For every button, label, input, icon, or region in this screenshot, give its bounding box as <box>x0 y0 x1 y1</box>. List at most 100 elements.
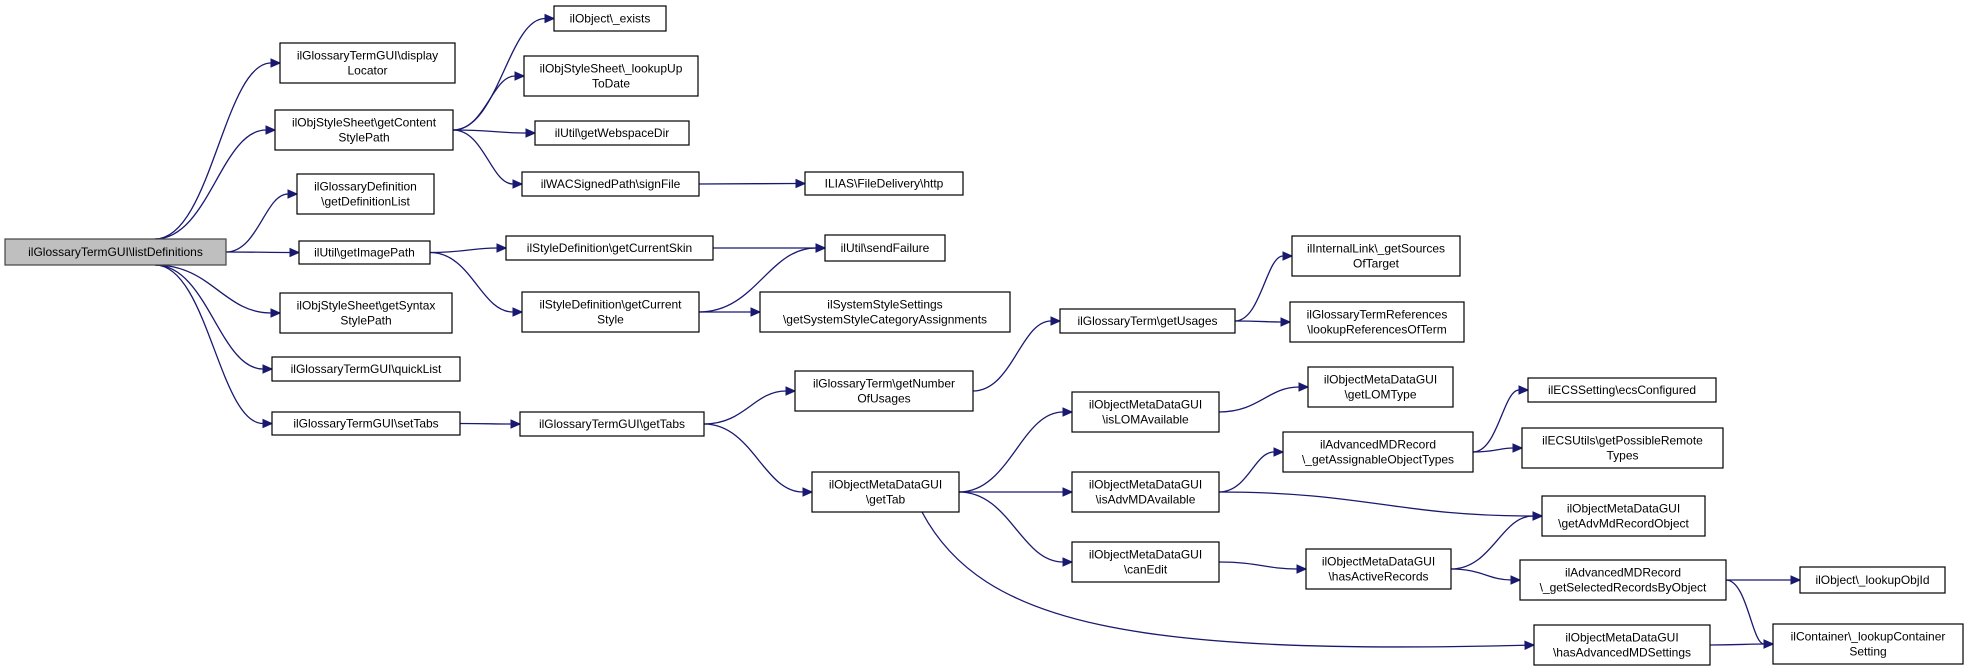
edge-getCurrentStyle-to-sendFailure <box>698 243 827 313</box>
node-label: ilObjStyleSheet\getContent <box>292 116 437 130</box>
edge-getContentStylePath-to-lookupUpToDate <box>452 71 526 131</box>
node-getUsages[interactable]: ilGlossaryTerm\getUsages <box>1059 308 1236 334</box>
node-box <box>1527 377 1717 403</box>
node-lookupReferencesOfTerm[interactable]: ilGlossaryTermReferences\lookupReference… <box>1289 301 1465 343</box>
node-quickList[interactable]: ilGlossaryTermGUI\quickList <box>271 356 461 382</box>
node-lookupObjId[interactable]: ilObject\_lookupObjId <box>1799 566 1946 594</box>
nodes-layer: ilGlossaryTermGUI\listDefinitions ilGloss… <box>4 5 1964 666</box>
edge-canEdit-to-hasActiveRecords <box>1218 561 1308 574</box>
node-label: ilGlossaryTerm\getNumber <box>813 377 955 391</box>
node-objectExists[interactable]: ilObject\_exists <box>553 5 667 32</box>
node-label: ilECSSetting\ecsConfigured <box>1548 383 1696 397</box>
node-label: ilUtil\getWebspaceDir <box>555 126 670 140</box>
node-hasAdvancedMDSettings[interactable]: ilObjectMetaDataGUI\hasAdvancedMDSetting… <box>1533 624 1711 666</box>
node-hasActiveRecords[interactable]: ilObjectMetaDataGUI\hasActiveRecords <box>1305 548 1452 590</box>
node-label: StylePath <box>340 314 391 328</box>
node-label: \isLOMAvailable <box>1102 413 1189 427</box>
edge-listDefinitions-to-setTabs <box>154 264 274 429</box>
node-getAssignableObjectTypes[interactable]: ilAdvancedMDRecord\_getAssignableObjectT… <box>1282 431 1474 473</box>
node-setTabs[interactable]: ilGlossaryTermGUI\setTabs <box>271 411 461 436</box>
node-getSystemStyleCategoryAssignments[interactable]: ilSystemStyleSettings\getSystemStyleCate… <box>759 291 1011 333</box>
node-getSelectedRecordsByObject[interactable]: ilAdvancedMDRecord\_getSelectedRecordsBy… <box>1519 559 1727 601</box>
node-label: ilObjectMetaDataGUI <box>1567 502 1680 516</box>
node-getAdvMdRecordObject[interactable]: ilObjectMetaDataGUI\getAdvMdRecordObject <box>1541 495 1706 537</box>
edge-getTab-to-isLOMAvailable <box>958 407 1074 493</box>
node-label: ilGlossaryTermGUI\display <box>297 49 438 63</box>
node-label: ILIAS\FileDelivery\http <box>825 177 944 191</box>
edge-listDefinitions-to-getDefinitionList <box>225 189 299 253</box>
node-label: ilGlossaryTermGUI\listDefinitions <box>28 245 203 259</box>
edge-getContentStylePath-to-signFile <box>452 129 524 189</box>
edge-getImagePath-to-getCurrentStyle <box>429 251 524 317</box>
node-isLOMAvailable[interactable]: ilObjectMetaDataGUI\isLOMAvailable <box>1071 391 1220 433</box>
node-getTab[interactable]: ilObjectMetaDataGUI\getTab <box>811 471 960 513</box>
node-label: ilObjectMetaDataGUI <box>1324 373 1437 387</box>
node-box <box>519 411 705 437</box>
node-box <box>1282 431 1474 473</box>
node-box <box>1541 495 1706 537</box>
node-box <box>505 235 714 261</box>
node-label: \_getSelectedRecordsByObject <box>1540 581 1707 595</box>
node-label: ilAdvancedMDRecord <box>1320 438 1436 452</box>
node-label: Types <box>1606 449 1638 463</box>
node-label: ilSystemStyleSettings <box>827 298 942 312</box>
node-label: \getSystemStyleCategoryAssignments <box>783 313 987 327</box>
edge-getSelectedRecordsByObject-to-lookupObjId <box>1726 575 1802 585</box>
edge-getNumberOfUsages-to-getUsages <box>972 316 1062 392</box>
node-isAdvMDAvailable[interactable]: ilObjectMetaDataGUI\isAdvMDAvailable <box>1071 471 1220 513</box>
edge-getUsages-to-lookupReferencesOfTerm <box>1234 317 1292 327</box>
edge-getImagePath-to-getCurrentSkin <box>429 243 508 254</box>
edge-getAssignableObjectTypes-to-getPossibleRemoteTypes <box>1472 443 1524 453</box>
node-label: ilGlossaryTermGUI\getTabs <box>539 417 685 431</box>
node-canEdit[interactable]: ilObjectMetaDataGUI\canEdit <box>1071 541 1220 583</box>
node-getTabs[interactable]: ilGlossaryTermGUI\getTabs <box>519 411 705 437</box>
edge-hasActiveRecords-to-getSelectedRecordsByObject <box>1450 568 1522 585</box>
node-label: ilUtil\sendFailure <box>841 241 930 255</box>
node-box <box>279 292 453 334</box>
node-label: ilAdvancedMDRecord <box>1565 566 1681 580</box>
edge-getTabs-to-getNumberOfUsages <box>703 386 797 425</box>
node-getWebspaceDir[interactable]: ilUtil\getWebspaceDir <box>534 120 690 146</box>
edge-listDefinitions-to-getSyntaxStylePath <box>154 264 282 318</box>
node-getDefinitionList[interactable]: ilGlossaryDefinition\getDefinitionList <box>296 173 435 215</box>
node-box <box>296 173 435 215</box>
node-label: \getAdvMdRecordObject <box>1558 517 1689 531</box>
edge-setTabs-to-getTabs <box>459 419 522 429</box>
node-box <box>271 411 461 436</box>
node-ecsConfigured[interactable]: ilECSSetting\ecsConfigured <box>1527 377 1717 403</box>
node-label: ilObject\_exists <box>570 12 651 26</box>
node-box <box>824 234 946 262</box>
node-label: StylePath <box>338 131 389 145</box>
node-box <box>1519 559 1727 601</box>
node-box <box>271 356 461 382</box>
node-label: ilObjectMetaDataGUI <box>1089 478 1202 492</box>
node-getLOMType[interactable]: ilObjectMetaDataGUI\getLOMType <box>1307 366 1454 408</box>
node-sendFailure[interactable]: ilUtil\sendFailure <box>824 234 946 262</box>
node-label: ilContainer\_lookupContainer <box>1791 630 1946 644</box>
node-box <box>1289 301 1465 343</box>
node-getImagePath[interactable]: ilUtil\getImagePath <box>298 240 431 265</box>
node-label: ilGlossaryDefinition <box>314 180 417 194</box>
node-label: \isAdvMDAvailable <box>1096 493 1196 507</box>
node-label: Style <box>597 313 624 327</box>
edge-getTab-to-isAdvMDAvailable <box>958 487 1074 497</box>
node-box <box>1307 366 1454 408</box>
edge-getTab-to-canEdit <box>958 491 1074 567</box>
edge-hasAdvancedMDSettings-to-lookupContainerSetting <box>1709 639 1775 649</box>
node-box <box>534 120 690 146</box>
node-listDefinitions[interactable]: ilGlossaryTermGUI\listDefinitions <box>4 238 227 266</box>
node-http[interactable]: ILIAS\FileDelivery\http <box>804 171 964 196</box>
node-label: ilObjectMetaDataGUI <box>1322 555 1435 569</box>
node-signFile[interactable]: ilWACSignedPath\signFile <box>521 171 700 197</box>
node-getCurrentSkin[interactable]: ilStyleDefinition\getCurrentSkin <box>505 235 714 261</box>
node-box <box>1071 541 1220 583</box>
